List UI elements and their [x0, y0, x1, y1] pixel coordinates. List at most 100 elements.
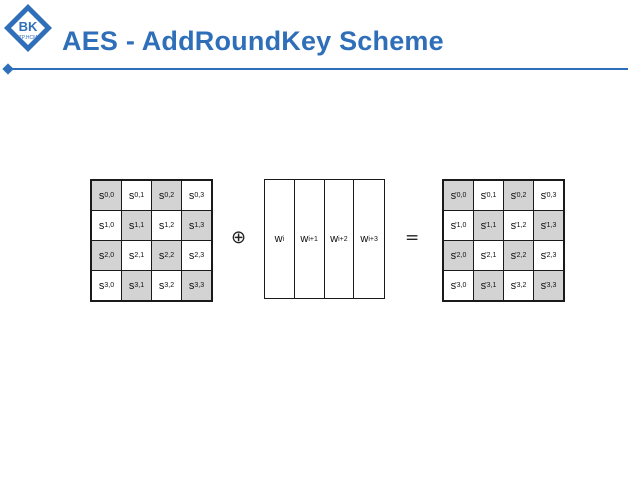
- result-prime: ': [545, 221, 547, 230]
- result-symbol: s: [480, 219, 487, 232]
- result-symbol: s: [540, 189, 547, 202]
- result-prime: ': [545, 191, 547, 200]
- state-subscript: 2,2: [164, 252, 175, 259]
- word-subscript: i: [282, 235, 285, 243]
- logo-text: BK: [19, 19, 38, 34]
- result-cell: s'1,2: [504, 211, 533, 240]
- result-prime: ': [485, 281, 487, 290]
- state-subscript: 1,1: [134, 222, 145, 229]
- state-symbol: s: [98, 189, 105, 202]
- word-symbol: w: [300, 233, 309, 245]
- result-subscript: 1,1: [486, 222, 497, 229]
- state-symbol: s: [188, 189, 195, 202]
- result-subscript: 2,3: [546, 252, 557, 259]
- result-symbol: s: [480, 279, 487, 292]
- result-prime: ': [515, 191, 517, 200]
- result-cell: s'1,0: [444, 211, 473, 240]
- word-subscript: i+1: [308, 235, 318, 243]
- result-subscript: 0,2: [516, 192, 527, 199]
- word-symbol: w: [274, 233, 283, 245]
- logo-subtext: TP.HCM: [19, 35, 38, 41]
- result-cell: s'3,0: [444, 271, 473, 300]
- result-cell: s'2,2: [504, 241, 533, 270]
- state-subscript: 3,3: [194, 282, 205, 289]
- result-prime: ': [485, 221, 487, 230]
- state-subscript: 1,2: [164, 222, 175, 229]
- result-symbol: s: [450, 249, 457, 262]
- state-symbol: s: [188, 219, 195, 232]
- word-symbol: w: [360, 233, 369, 245]
- state-subscript: 3,0: [104, 282, 115, 289]
- word-subscript: i+2: [338, 235, 348, 243]
- state-symbol: s: [158, 189, 165, 202]
- result-subscript: 3,2: [516, 282, 527, 289]
- result-cell: s'3,1: [474, 271, 503, 300]
- result-symbol: s: [540, 279, 547, 292]
- state-symbol: s: [128, 189, 135, 202]
- result-cell: s'1,1: [474, 211, 503, 240]
- state-symbol: s: [128, 249, 135, 262]
- result-cell: s'0,2: [504, 181, 533, 210]
- result-prime: ': [515, 221, 517, 230]
- state-subscript: 1,3: [194, 222, 205, 229]
- state-symbol: s: [128, 279, 135, 292]
- result-symbol: s: [450, 189, 457, 202]
- result-symbol: s: [450, 279, 457, 292]
- xor-operator: ⊕: [231, 227, 247, 248]
- result-prime: ': [455, 281, 457, 290]
- result-symbol: s: [510, 279, 517, 292]
- result-prime: ': [545, 251, 547, 260]
- result-cell: s'0,3: [534, 181, 563, 210]
- result-subscript: 2,2: [516, 252, 527, 259]
- result-cell: s'2,1: [474, 241, 503, 270]
- result-cell: s'2,0: [444, 241, 473, 270]
- result-cell: s'0,0: [444, 181, 473, 210]
- word-symbol: w: [330, 233, 339, 245]
- result-prime: ': [455, 251, 457, 260]
- university-logo: BK TP.HCM: [2, 2, 54, 58]
- result-symbol: s: [450, 219, 457, 232]
- state-subscript: 0,1: [134, 192, 145, 199]
- state-subscript: 0,3: [194, 192, 205, 199]
- result-cell: s'1,3: [534, 211, 563, 240]
- state-subscript: 2,3: [194, 252, 205, 259]
- result-subscript: 3,1: [486, 282, 497, 289]
- result-symbol: s: [480, 189, 487, 202]
- result-subscript: 2,0: [456, 252, 467, 259]
- result-subscript: 3,3: [546, 282, 557, 289]
- result-prime: ': [455, 221, 457, 230]
- result-subscript: 2,1: [486, 252, 497, 259]
- state-symbol: s: [98, 279, 105, 292]
- result-symbol: s: [480, 249, 487, 262]
- state-symbol: s: [98, 249, 105, 262]
- result-subscript: 0,1: [486, 192, 497, 199]
- state-symbol: s: [158, 279, 165, 292]
- result-subscript: 3,0: [456, 282, 467, 289]
- state-subscript: 2,1: [134, 252, 145, 259]
- state-subscript: 0,2: [164, 192, 175, 199]
- result-cell: s'3,2: [504, 271, 533, 300]
- result-subscript: 0,0: [456, 192, 467, 199]
- result-symbol: s: [510, 189, 517, 202]
- result-prime: ': [485, 251, 487, 260]
- result-cell: s'3,3: [534, 271, 563, 300]
- result-prime: ': [515, 251, 517, 260]
- state-subscript: 3,2: [164, 282, 175, 289]
- result-cell: s'0,1: [474, 181, 503, 210]
